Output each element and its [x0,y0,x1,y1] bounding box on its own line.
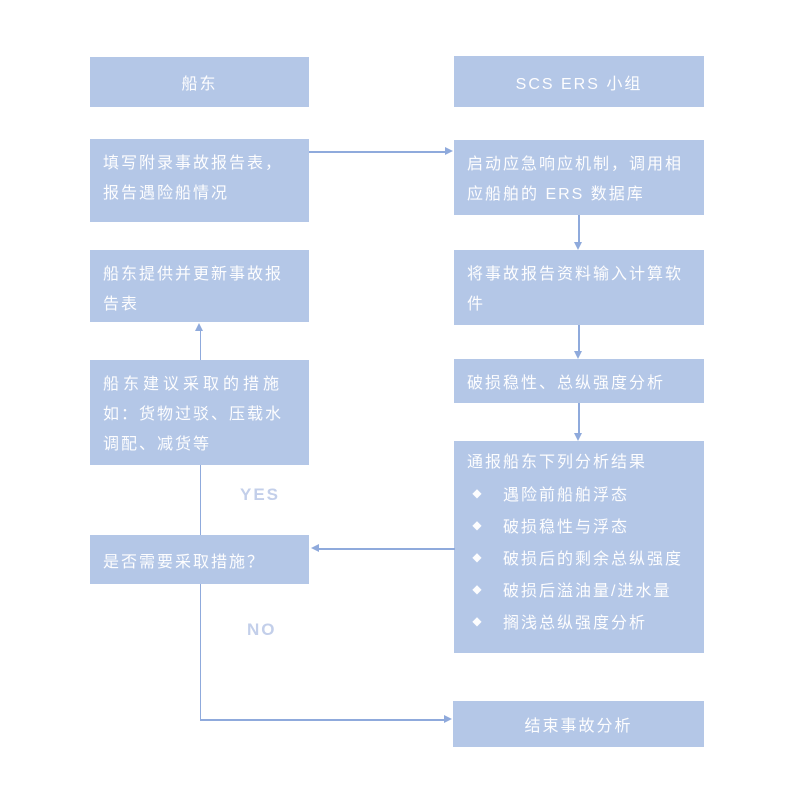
connector-input-data-to-analysis [578,325,580,352]
diamond-bullet-icon: ◆ [472,550,482,564]
arrowhead-right-icon [444,715,452,723]
step-input-report-data: 将事故报告资料输入计算软 件 [454,250,704,325]
step-input-report-data-line1: 将事故报告资料输入计算软 [467,266,684,283]
step-suggest-measures-line1: 船东建议采取的措施 [103,376,284,393]
decision-need-measures-label: 是否需要采取措施？ [103,553,266,571]
list-item: ◆ 破损后的剩余总纵强度 [467,541,691,573]
connector-suggest-measures-to-update-report [199,330,201,360]
arrowhead-down-icon [574,242,582,250]
connector-decision-yes-to-suggest-measures [199,465,201,535]
diamond-bullet-icon: ◆ [472,518,482,532]
step-activate-ers-line2: 应船舶的 ERS 数据库 [467,186,645,203]
connector-decision-no-to-end [199,719,446,721]
diamond-bullet-icon: ◆ [472,582,482,596]
arrowhead-right-icon [445,147,453,155]
report-result-item: 破损后溢油量/进水量 [503,583,672,600]
step-end-accident-analysis: 结束事故分析 [453,701,704,747]
step-fill-accident-report-line1: 填写附录事故报告表， [103,155,284,172]
list-item: ◆ 破损后溢油量/进水量 [467,573,691,605]
diamond-bullet-icon: ◆ [472,486,482,500]
step-update-accident-report: 船东提供并更新事故报 告表 [90,250,309,322]
step-fill-accident-report-line2: 报告遇险船情况 [103,185,230,202]
list-item: ◆ 破损稳性与浮态 [467,509,691,541]
step-input-report-data-line2: 件 [467,296,486,313]
report-result-item: 破损后的剩余总纵强度 [503,551,684,568]
decision-need-measures: 是否需要采取措施？ [90,535,309,584]
arrowhead-left-icon [311,544,319,552]
step-report-analysis-results: 通报船东下列分析结果 ◆ 遇险前船舶浮态 ◆ 破损稳性与浮态 ◆ 破损后的剩余总… [454,441,704,653]
step-suggest-measures-line2: 如：货物过驳、压载水 [103,406,284,423]
arrowhead-down-icon [574,351,582,359]
step-suggest-measures-line3: 调配、减货等 [103,436,212,453]
step-stability-strength-analysis-label: 破损稳性、总纵强度分析 [467,375,666,392]
report-result-item: 破损稳性与浮态 [503,519,630,536]
report-result-item: 搁浅总纵强度分析 [503,615,648,632]
step-stability-strength-analysis: 破损稳性、总纵强度分析 [454,359,704,403]
step-activate-ers: 启动应急响应机制，调用相 应船舶的 ERS 数据库 [454,140,704,215]
report-results-title: 通报船东下列分析结果 [467,454,648,471]
arrowhead-up-icon [195,323,203,331]
no-branch-label: NO [247,620,277,639]
lane-header-scs-ers-team: SCS ERS 小组 [454,56,704,107]
yes-branch-label: YES [240,485,281,504]
step-fill-accident-report: 填写附录事故报告表， 报告遇险船情况 [90,139,309,222]
lane-header-shipowner: 船东 [90,57,309,107]
step-end-accident-analysis-label: 结束事故分析 [524,718,633,735]
arrowhead-down-icon [574,433,582,441]
lane-header-scs-ers-team-label: SCS ERS 小组 [515,75,643,93]
step-suggest-measures: 船东建议采取的措施 如：货物过驳、压载水 调配、减货等 [90,360,309,465]
lane-header-shipowner-label: 船东 [181,76,218,93]
connector-decision-no-vertical [199,584,201,720]
report-result-item: 遇险前船舶浮态 [503,487,630,504]
connector-fill-report-to-activate-ers [309,151,446,153]
connector-analysis-to-report-results [578,403,580,434]
connector-activate-ers-to-input-data [578,215,580,243]
list-item: ◆ 遇险前船舶浮态 [467,477,691,509]
connector-report-results-to-decision [319,548,455,550]
diamond-bullet-icon: ◆ [472,614,482,628]
step-activate-ers-line1: 启动应急响应机制，调用相 [467,156,684,173]
step-update-accident-report-line1: 船东提供并更新事故报 [103,266,284,283]
list-item: ◆ 搁浅总纵强度分析 [467,605,691,637]
step-update-accident-report-line2: 告表 [103,296,140,313]
